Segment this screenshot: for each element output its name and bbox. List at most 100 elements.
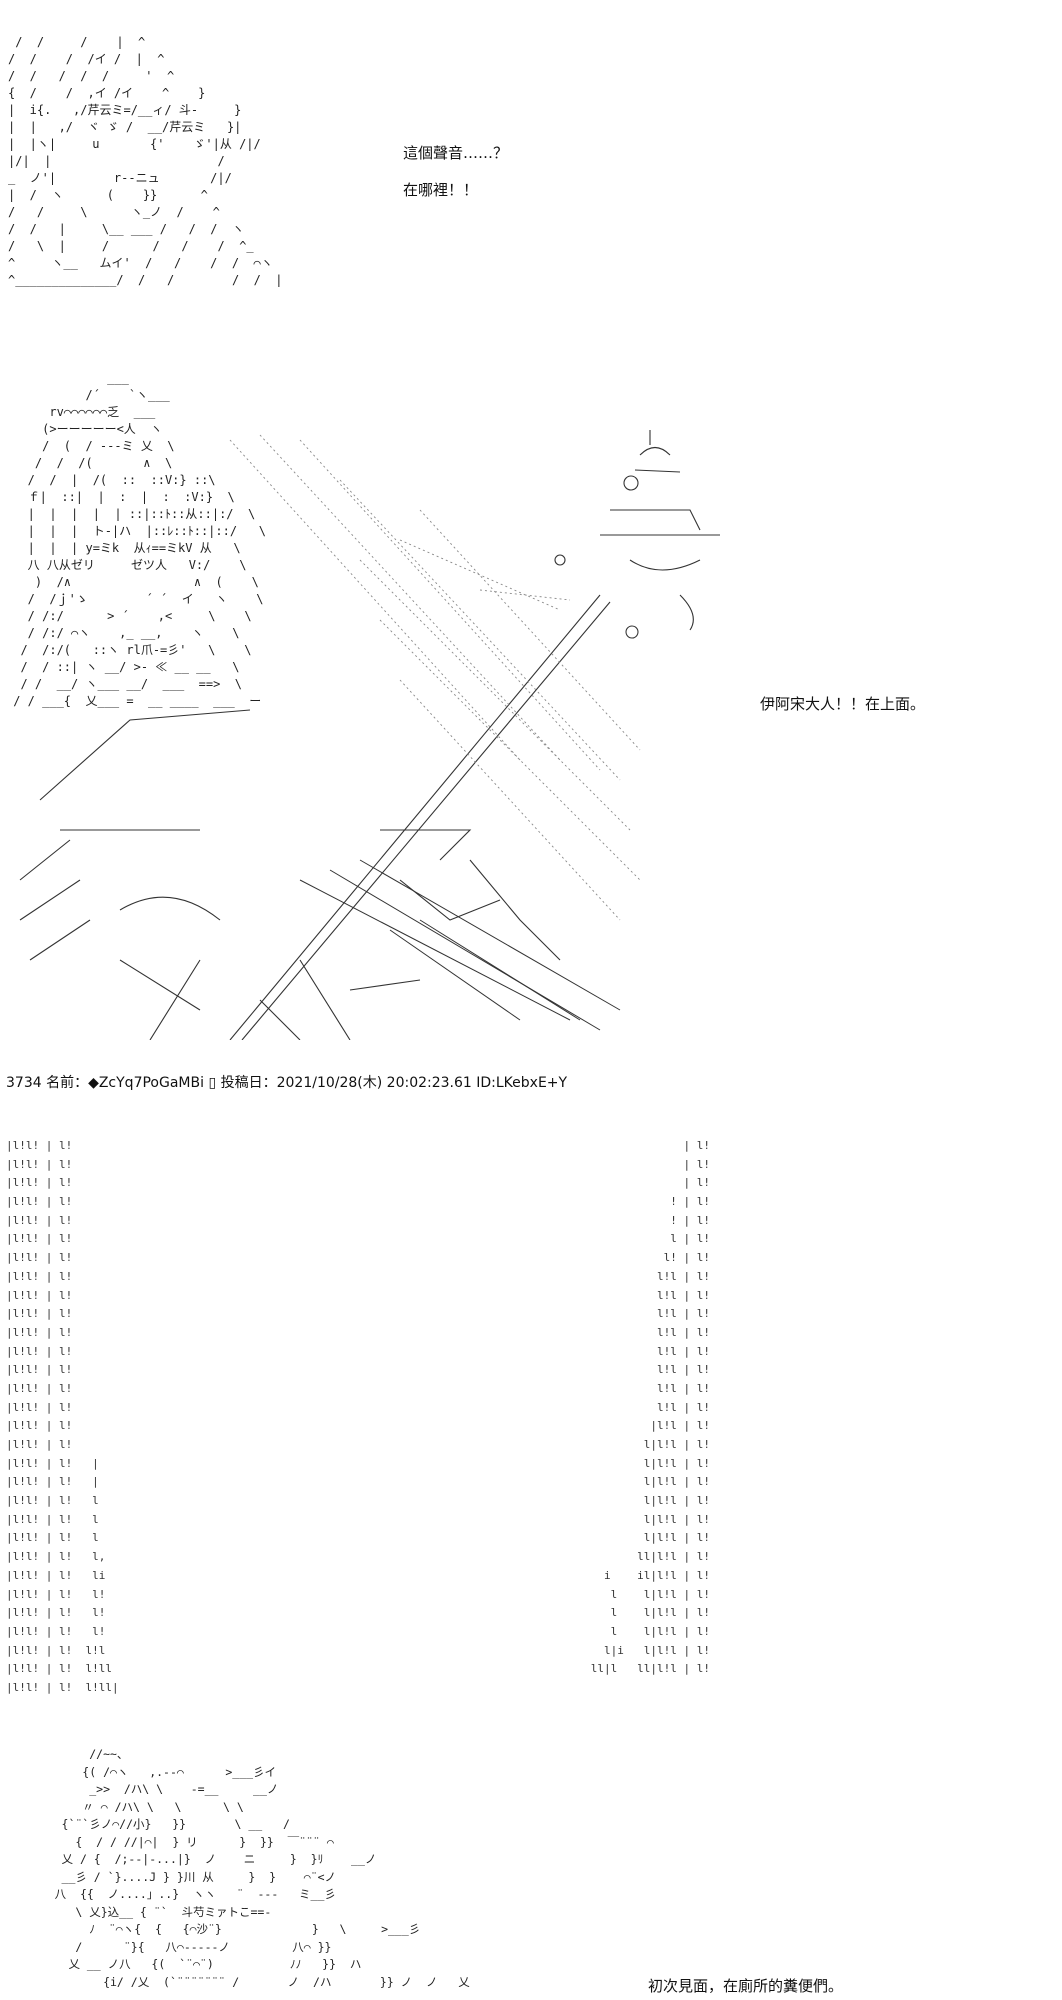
ascii-art-line: 〃 ⌒ /ハ\ \ \ \ \: [20, 1799, 244, 1814]
ascii-art-line: / / ::| ヽ __/ >- ≪ __ __ \: [6, 660, 240, 674]
bar-row: |l!l! | l! l,: [6, 1550, 106, 1564]
ascii-art-line: / / / /イ / | ^: [8, 52, 165, 66]
bar-row: l|l!l | l!: [643, 1438, 710, 1451]
bar-row: |l!l! | l!: [6, 1400, 73, 1414]
bar-row: |l!l! | l! l!l: [6, 1643, 106, 1657]
ascii-art-line: / / / | ^: [8, 35, 146, 49]
bar-row: |l!l! | l!: [6, 1195, 73, 1209]
bar-row: |l!l! | l! l: [6, 1531, 99, 1545]
ascii-art-line: {i/ /乂 (`¨¨¨¨¨¨¨ / ノ /ハ }} ノ ノ 乂: [20, 1974, 470, 1989]
panel-1: / / / | ^ / / / /イ / | ^ / / / / / ' ^ {…: [0, 0, 1062, 340]
ascii-art-line: ) /∧ ∧ ( \: [6, 575, 259, 589]
bar-row: l|l!l | l!: [643, 1512, 710, 1526]
ascii-art-line: / ( / ---ミ 乂 \: [6, 439, 175, 453]
ascii-art-line: /´ `ヽ___: [6, 388, 170, 402]
ascii-art-line: ^ ヽ__ ムイ' / / / / ⌒ヽ: [8, 256, 273, 270]
bar-row: ll|l ll|l!l | l!: [590, 1662, 710, 1676]
ascii-art-line: | |ヽ| u {' ゞ'|从 /|/: [8, 137, 261, 151]
bar-row: |l!l! | l! l!: [6, 1587, 106, 1601]
bar-row: l!l | l!: [657, 1269, 710, 1283]
left-bar-column-art: |l!l! | l! |l!l! | l! |l!l! | l! |l!l! | l!…: [6, 1137, 126, 1703]
bar-row: |l!l! | l! |: [6, 1456, 99, 1470]
ascii-art-line: rv⌒⌒⌒⌒⌒⌒乏 ___: [6, 405, 156, 419]
ascii-art-line: | i{. ,/芹云ミ=/__ィ/ 斗- }: [8, 103, 242, 117]
ascii-art-line: / /ｊ'ゝ ´ ´ イ ヽ \: [6, 592, 264, 606]
bar-row: l l|l!l | l!: [610, 1624, 710, 1638]
bar-row: i il|l!l | l!: [604, 1568, 710, 1582]
bar-row: l!l | l!: [657, 1344, 710, 1358]
bar-row: |l!l! | l!: [6, 1363, 73, 1377]
ascii-art-line: | | | ト-|ハ |::ﾚ::ﾄ::|::/ \: [6, 524, 266, 538]
bar-row: |l!l! | l!: [6, 1232, 73, 1246]
bar-row: l! | l!: [663, 1251, 710, 1265]
ascii-art-line: _>> /ハ\ \ -=__ __ノ: [20, 1782, 279, 1796]
bar-row: |l!l | l!: [650, 1419, 710, 1433]
ascii-art-line: ^______________/ / / / / |: [8, 273, 283, 287]
bar-row: |l!l! | l! l!: [6, 1606, 106, 1620]
bar-row: l|l!l | l!: [643, 1475, 710, 1489]
ascii-art-line: { / / ,イ /イ ^ }: [8, 86, 206, 100]
bar-row: |l!l! | l!: [6, 1438, 73, 1451]
post-header: 3734 名前：◆ZcYq7PoGaMBi ▯ 投稿日：2021/10/28(木…: [6, 1075, 568, 1091]
bar-row: l!l | l!: [657, 1381, 710, 1395]
panel-2: ___ /´ `ヽ___ rv⌒⌒⌒⌒⌒⌒乏 ___ (>ーーーーー<人 ヽ /…: [0, 360, 1062, 1040]
bar-row: |l!l! | l!: [6, 1344, 73, 1358]
ascii-art-line: ﾉ ¨⌒ヽ{ { {⌒沙¨} } \ >___彡: [20, 1922, 421, 1936]
bar-row: |l!l! | l!: [6, 1213, 73, 1227]
ascii-art-line: __彡 / `}....J } }川 从 } } ⌒¨<ノ: [20, 1869, 337, 1884]
ascii-art-line: / /:/( ::ヽ rl爪-=彡' \ \: [6, 643, 252, 657]
ascii-art-line: | | | | | ::|::ﾄ::从::|:/ \: [6, 507, 256, 521]
bar-row: |l!l! | l! l!ll: [6, 1662, 112, 1676]
character-ascii-art: / / / | ^ / / / /イ / | ^ / / / / / ' ^ {…: [8, 34, 283, 289]
bar-row: |l!l! | l! l!: [6, 1624, 106, 1638]
ascii-art-line: (>ーーーーー<人 ヽ: [6, 422, 163, 436]
bar-row: l!l | l!: [657, 1400, 710, 1414]
bar-row: l!l | l!: [657, 1307, 710, 1321]
ascii-art-line: |/| | /: [8, 154, 225, 168]
bar-row: |l!l! | l!: [6, 1381, 73, 1395]
bar-row: | l!: [683, 1157, 711, 1171]
ascii-art-line: / /:/ > ´ ,< \ \: [6, 609, 252, 623]
dialogue-line-jason-above: 伊阿宋大人！！在上面。: [760, 695, 926, 713]
bar-row: ! | l!: [670, 1195, 710, 1209]
ascii-art-line: ｆ| ::| | : | : :V:} \: [6, 490, 235, 504]
bar-row: | l!: [683, 1139, 711, 1152]
bar-row: |l!l! | l!: [6, 1251, 73, 1265]
bar-row: |l!l! | l!: [6, 1157, 73, 1171]
ascii-art-line: { / / //|⌒| } リ } }} ￣¨¨¨ ⌒: [20, 1834, 334, 1849]
ascii-art-line: \ 乂}込__ { ¨` 斗芍ミァトこ==-: [20, 1904, 272, 1919]
ascii-art-line: 乂 / { /;--|-...|} ノ ニ } }ﾘ __ノ: [20, 1852, 377, 1866]
ascii-art-line: 乂 __ ノ八 {( `¨⌒¨) ﾉﾉ }} ハ: [20, 1957, 362, 1971]
ascii-art-line: {( /⌒ヽ ,.--⌒ >___彡イ: [20, 1764, 277, 1779]
dialogue-line-greeting: 初次見面，在廁所的糞便們。: [648, 1977, 844, 1995]
ascii-art-line: | / ヽ ( }} ^: [8, 188, 208, 202]
ascii-art-line: / / | /( :: ::V:} ::\: [6, 473, 216, 487]
bar-row: l|i l|l!l | l!: [604, 1643, 710, 1657]
ascii-art-line: | | | y=ミk 从ｨ==ミkV 从 \: [6, 541, 241, 555]
bar-row: | l!: [683, 1176, 711, 1190]
ascii-art-line: / \ | / / / / ^_: [8, 239, 254, 253]
bar-row: |l!l! | l! l!ll|: [6, 1680, 119, 1694]
bar-row: |l!l! | l!: [6, 1176, 73, 1190]
staff-and-light-rays-art: [19, 430, 720, 1040]
ascii-art-line: / / /( ∧ \: [6, 456, 173, 470]
dialogue-line-1: 這個聲音……？: [403, 144, 509, 162]
bar-row: |l!l! | l!: [6, 1139, 73, 1152]
ascii-art-line: 八 {{ ノ....」..} ヽヽ ¨ --- ミ__彡: [20, 1887, 336, 1901]
ascii-art-line: / / / / / ' ^: [8, 69, 175, 83]
bar-row: |l!l! | l!: [6, 1269, 73, 1283]
bar-row: |l!l! | l!: [6, 1325, 73, 1339]
bar-row: l|l!l | l!: [643, 1494, 710, 1508]
ascii-art-line: | | ,/ ヾ ゞ / __/芹云ミ }|: [8, 120, 242, 134]
bar-row: ll|l!l | l!: [637, 1550, 710, 1564]
bar-row: |l!l! | l! |: [6, 1475, 99, 1489]
ascii-art-line: //~~、: [20, 1747, 129, 1761]
character-smirk-ascii-art: //~~、 {( /⌒ヽ ,.--⌒ >___彡イ _>> /ハ\ \ -=__…: [20, 1746, 470, 1991]
ascii-art-line: / / ___{ 乂___ = __ ____ ___ ー: [6, 694, 262, 708]
bar-row: |l!l! | l! li: [6, 1568, 106, 1582]
bar-row: ! | l!: [670, 1213, 710, 1227]
bar-row: |l!l! | l! l: [6, 1494, 99, 1508]
ascii-art-line: / / \ ヽ_ノ / ^: [8, 205, 220, 219]
dialogue-line-2: 在哪裡！！: [403, 181, 479, 199]
bar-row: |l!l! | l! l: [6, 1512, 99, 1526]
